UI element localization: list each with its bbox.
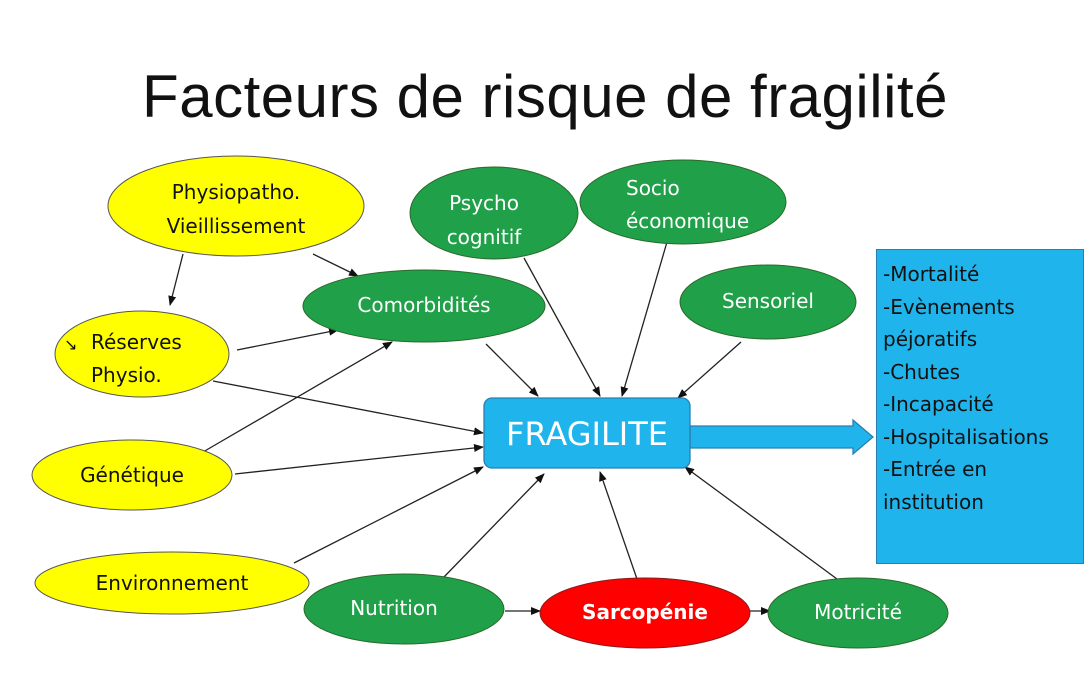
node-reserves-shape (54, 310, 230, 398)
outcome-item: -Evènements (883, 294, 1015, 319)
node-psycho-line1: Psycho (449, 191, 519, 215)
node-physiopatho-shape (107, 155, 365, 257)
node-psycho: Psycho cognitif (409, 166, 579, 260)
node-reserves-decrease-marker: ↘ (64, 335, 77, 354)
node-sensoriel-shape (679, 264, 857, 340)
outcome-arrow (689, 418, 875, 456)
arrow-physiopatho-to-reserves (168, 253, 184, 306)
node-sensoriel: Sensoriel (679, 264, 857, 340)
node-physiopatho-line1: Physiopatho. (172, 180, 301, 204)
arrow-sarcopenie-to-fragilite (599, 471, 638, 580)
node-physiopatho: Physiopatho. Vieillissement (107, 155, 365, 257)
node-motricite-line1: Motricité (814, 600, 902, 624)
arrow-reserves-to-fragilite (212, 380, 484, 436)
outcome-item: péjoratifs (883, 327, 978, 351)
node-reserves-line2: Physio. (91, 363, 162, 387)
node-sensoriel-line1: Sensoriel (722, 289, 814, 313)
node-psycho-line2: cognitif (447, 225, 523, 249)
node-socio-line1: Socio (626, 176, 680, 200)
outcome-item: -Entrée en (883, 457, 988, 481)
node-reserves-line1: Réserves (91, 330, 182, 354)
arrow-environnement-to-fragilite (293, 466, 484, 564)
node-comorbidites-line1: Comorbidités (357, 293, 490, 317)
node-sarcopenie-shape (539, 577, 751, 649)
node-genetique: Génétique (31, 439, 233, 511)
outcome-item: institution (883, 489, 984, 514)
node-sarcopenie-line1: Sarcopénie (582, 600, 708, 624)
arrow-comorbidites-to-fragilite (485, 343, 539, 397)
arrow-sensoriel-to-fragilite (677, 341, 742, 399)
node-fragilite-label: FRAGILITE (506, 415, 668, 453)
arrow-genetique-to-fragilite (234, 443, 484, 475)
node-fragilite: FRAGILITE (483, 397, 691, 469)
node-socio-line2: économique (626, 209, 749, 233)
node-reserves: ↘ Réserves Physio. (54, 310, 230, 398)
node-genetique-line1: Génétique (80, 463, 184, 487)
arrow-reserves-to-comorbidites (236, 327, 339, 351)
connectors (168, 241, 838, 615)
outcome-item: -Chutes (883, 359, 961, 384)
node-comorbidites-shape (302, 269, 546, 343)
node-motricite-shape (767, 577, 949, 649)
node-socio-shape (579, 159, 787, 245)
node-genetique-shape (31, 439, 233, 511)
node-nutrition: Nutrition (303, 573, 505, 645)
node-nutrition-line1: Nutrition (350, 596, 438, 620)
diagram-title: Facteurs de risque de fragilité (142, 63, 948, 130)
node-environnement-line1: Environnement (96, 571, 249, 595)
node-fragilite-shape (483, 397, 691, 469)
arrow-nutrition-to-fragilite (442, 473, 545, 579)
node-nutrition-shape (303, 573, 505, 645)
node-environnement-shape (34, 551, 310, 615)
node-physiopatho-line2: Vieillissement (167, 214, 306, 238)
node-environnement: Environnement (34, 551, 310, 615)
outcome-item: -Hospitalisations (883, 424, 1049, 449)
node-comorbidites: Comorbidités (302, 269, 546, 343)
arrow-psycho-to-fragilite (523, 257, 601, 397)
node-psycho-shape (409, 166, 579, 260)
outcome-item: -Mortalité (883, 262, 980, 286)
arrow-motricite-to-fragilite (684, 466, 838, 580)
arrow-physiopatho-to-comorbidites (312, 253, 359, 277)
outcomes-box: -Mortalité -Evènements péjoratifs -Chute… (876, 249, 1084, 564)
arrow-socio-to-fragilite (620, 241, 668, 397)
node-sarcopenie: Sarcopénie (539, 577, 751, 649)
node-motricite: Motricité (767, 577, 949, 649)
outcome-item: -Incapacité (883, 392, 994, 416)
node-socio: Socio économique (579, 159, 787, 245)
